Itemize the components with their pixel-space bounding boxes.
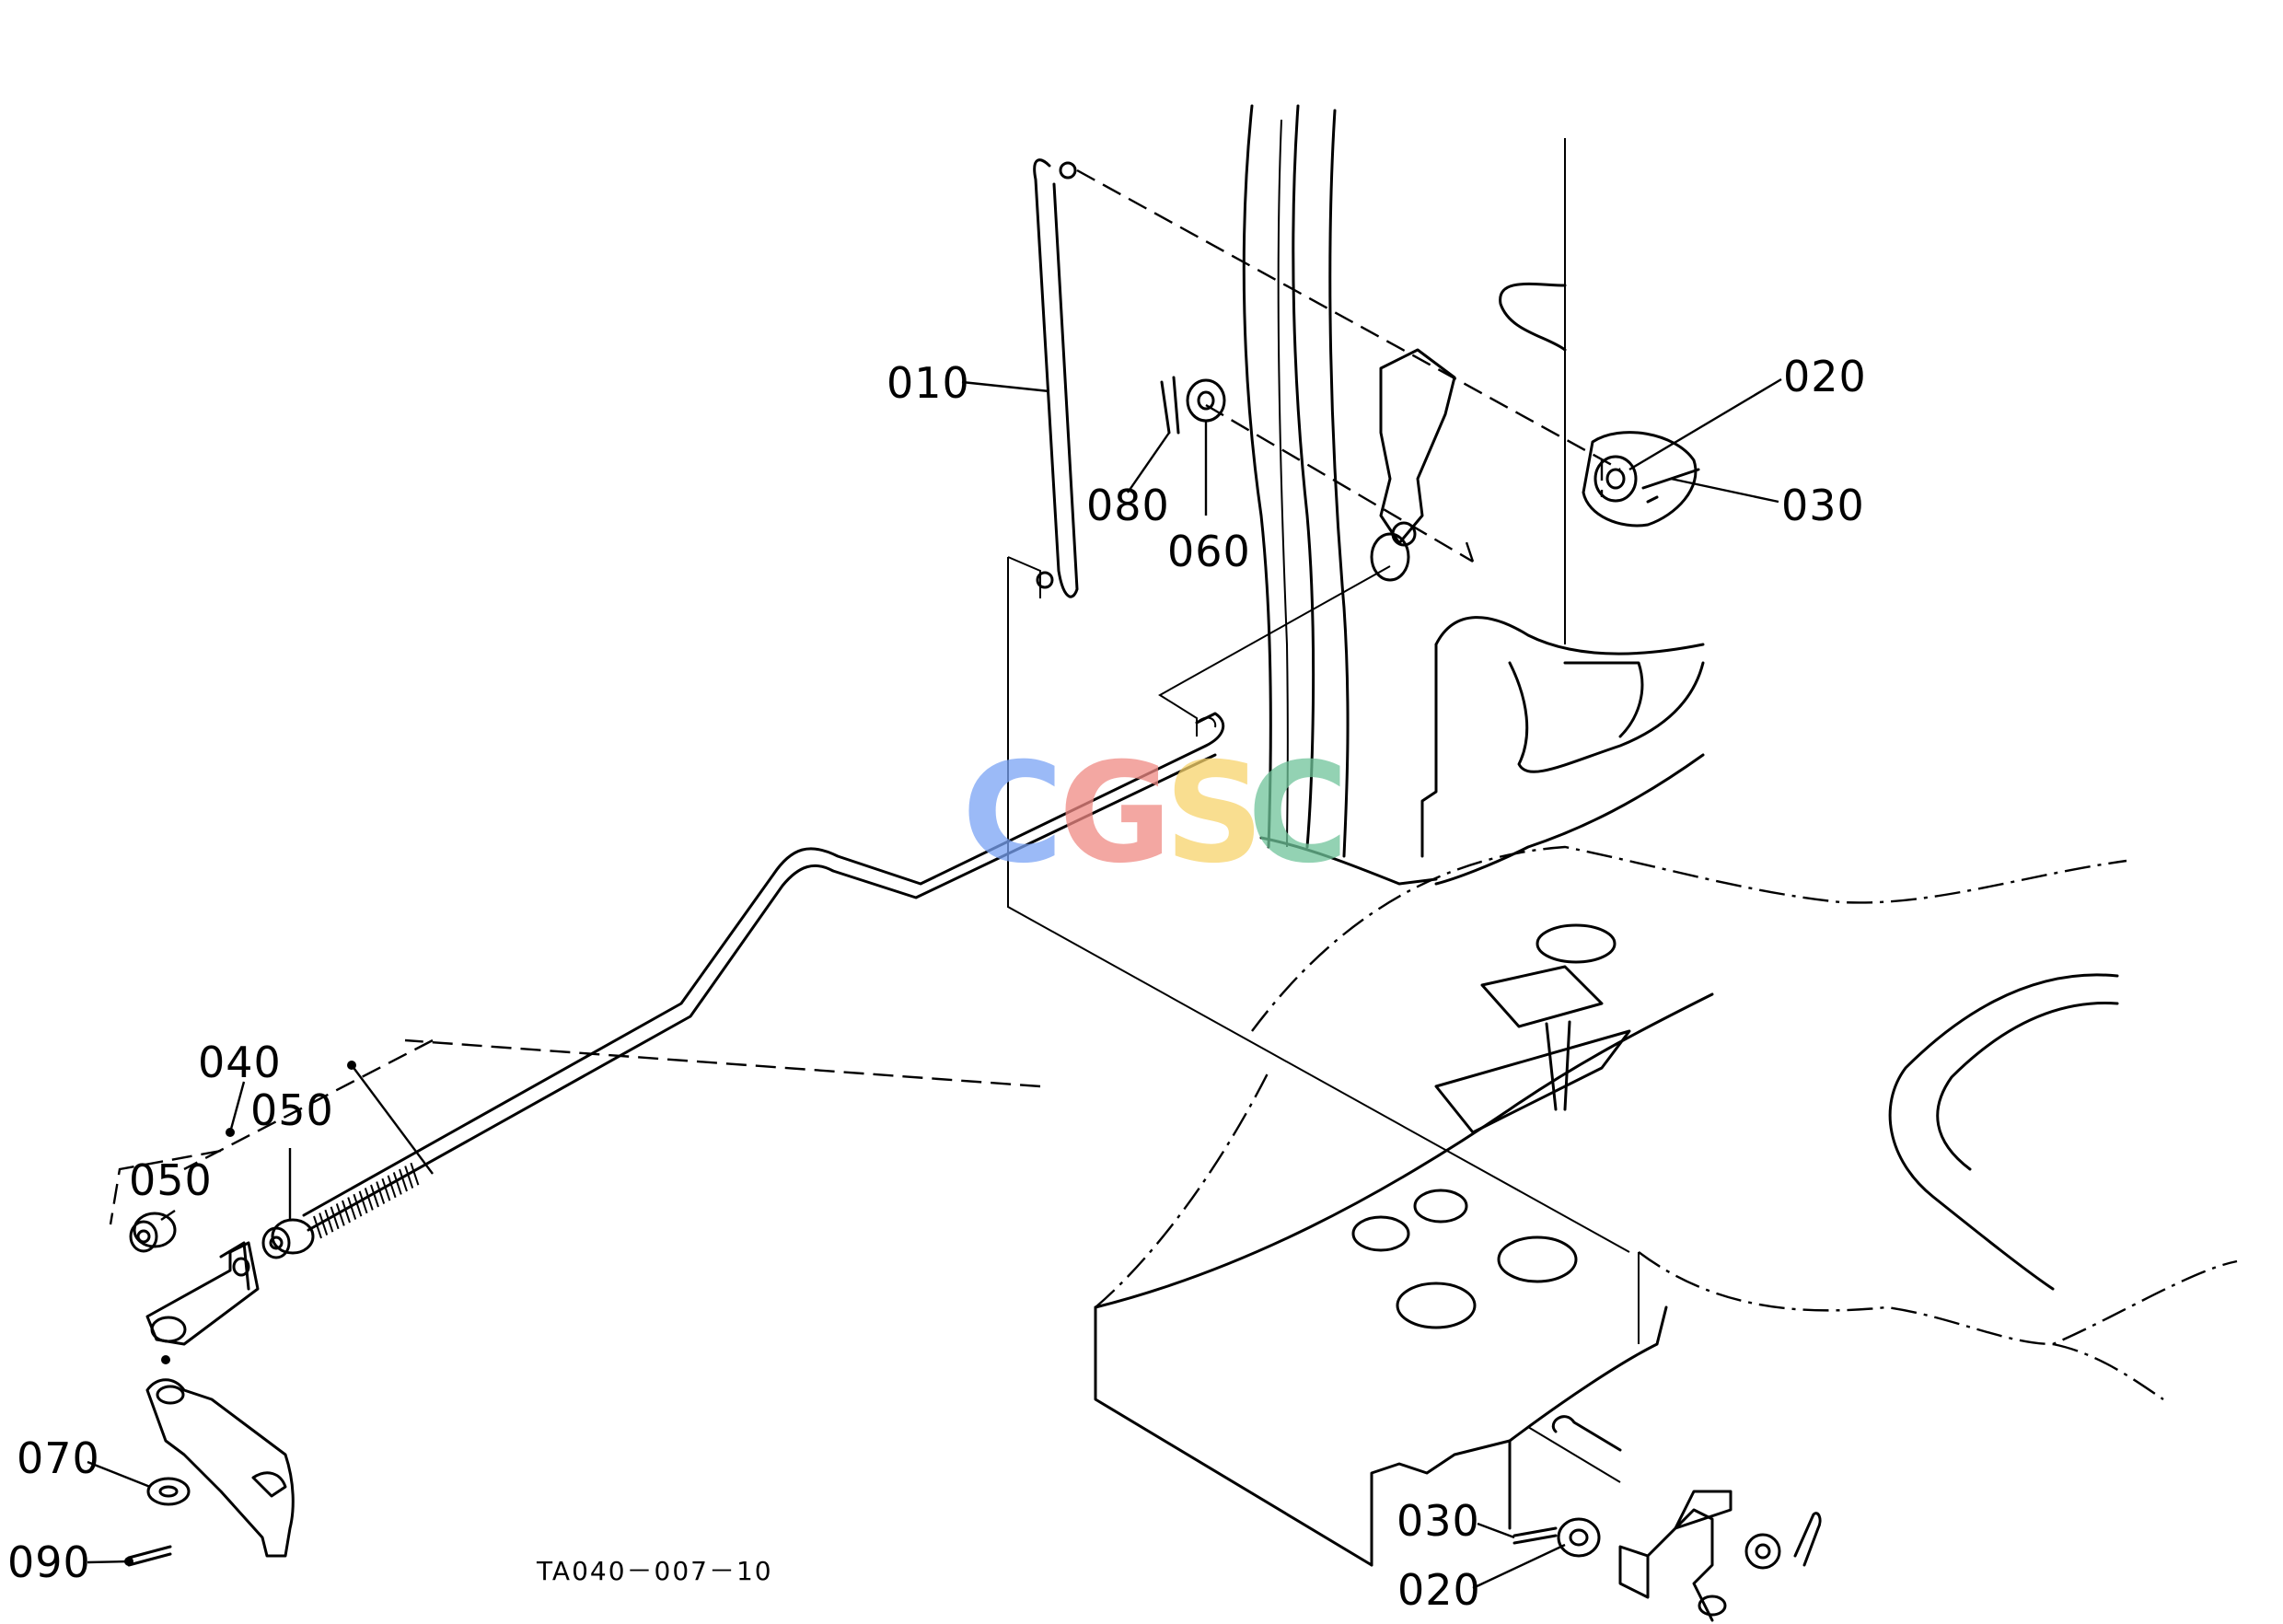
callout-030-lower: 030 bbox=[1396, 1496, 1480, 1546]
part-010-rod bbox=[1033, 158, 1079, 598]
callout-060: 060 bbox=[1167, 527, 1251, 576]
callout-070: 070 bbox=[17, 1433, 100, 1483]
part-050-nut-right bbox=[261, 1218, 315, 1259]
part-070-washer bbox=[146, 1477, 191, 1506]
part-030-pin-upper bbox=[1641, 468, 1700, 504]
part-040-bracket bbox=[145, 1061, 356, 1364]
callout-090: 090 bbox=[7, 1537, 91, 1587]
machine-body-outline bbox=[1007, 104, 2238, 1622]
assembly-indicator-lines bbox=[109, 168, 1621, 1225]
callout-010: 010 bbox=[887, 358, 970, 408]
watermark-letter: G bbox=[1059, 734, 1172, 894]
threaded-rod-end bbox=[313, 1162, 420, 1239]
part-080-cotter-pin bbox=[1160, 376, 1180, 435]
part-060-washer bbox=[1186, 378, 1226, 423]
watermark-letter: C bbox=[1247, 734, 1349, 894]
long-linkage-rod bbox=[302, 712, 1225, 1232]
part-020-washer-lower bbox=[1557, 1517, 1781, 1570]
leader-lines bbox=[87, 377, 1782, 1590]
part-callouts: 010 020 030 080 060 040 050 050 070 090 … bbox=[7, 352, 1867, 1615]
callout-080: 080 bbox=[1086, 481, 1170, 530]
watermark-logo: C G S C bbox=[962, 734, 1349, 894]
drawing-reference-code: TA040－007－10 bbox=[536, 1556, 773, 1586]
callout-030-upper: 030 bbox=[1781, 481, 1865, 530]
callout-040: 040 bbox=[198, 1038, 282, 1087]
callout-050-left: 050 bbox=[129, 1155, 213, 1205]
callout-050-right: 050 bbox=[250, 1085, 334, 1135]
part-090-cotter-pin bbox=[124, 1545, 172, 1567]
callout-020-lower: 020 bbox=[1397, 1565, 1481, 1615]
watermark-letter: C bbox=[962, 734, 1063, 894]
upper-linkage-bracket bbox=[1370, 348, 1456, 582]
part-020-washer-upper bbox=[1582, 431, 1698, 528]
part-030-pin-lower bbox=[1512, 1512, 1822, 1567]
watermark-letter: S bbox=[1165, 734, 1264, 894]
part-050-nut-left bbox=[129, 1212, 177, 1253]
lower-lever-arm bbox=[145, 1378, 295, 1558]
callout-020-upper: 020 bbox=[1783, 352, 1867, 401]
